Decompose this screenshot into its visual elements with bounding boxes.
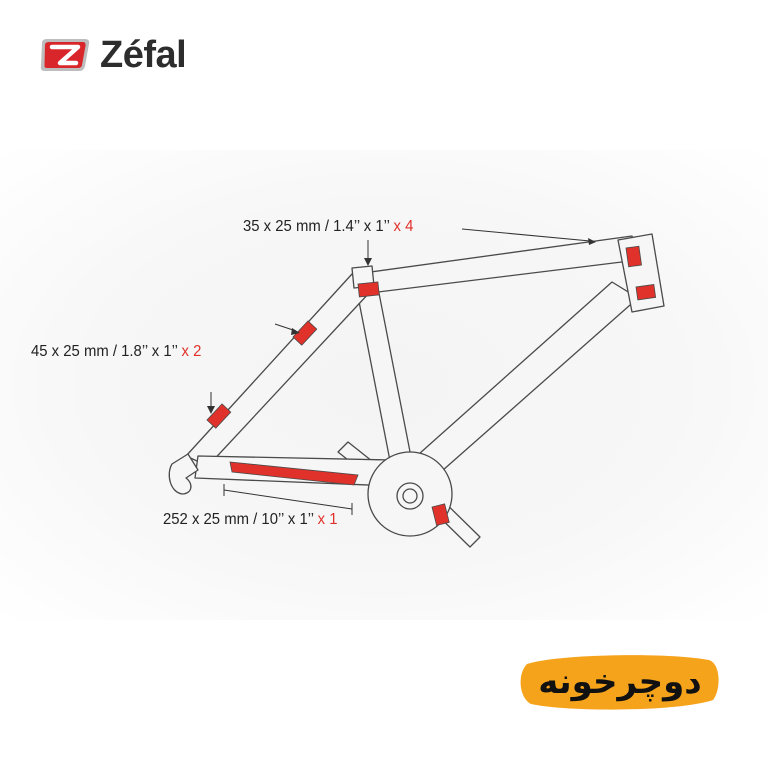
label-chainstay-protector: 252 x 25 mm / 10’’ x 1’’ x 1 bbox=[163, 511, 338, 529]
zefal-z-badge-icon bbox=[40, 39, 90, 71]
seat-tube bbox=[355, 285, 413, 467]
label-top-size: 35 x 25 mm / 1.4’’ x 1’’ bbox=[243, 218, 390, 235]
pointer-top-line bbox=[461, 228, 591, 242]
seat-stay bbox=[185, 273, 371, 467]
brand-name: Zéfal bbox=[100, 34, 187, 76]
label-bottom-size: 252 x 25 mm / 10’’ x 1’’ bbox=[163, 511, 314, 528]
arrow-top bbox=[588, 238, 596, 245]
arrow-seatstay-lower bbox=[207, 406, 215, 414]
label-top-qty: x 4 bbox=[393, 218, 414, 235]
chainstay-length-line bbox=[223, 489, 353, 510]
shop-watermark: دوچرخونه bbox=[517, 650, 723, 714]
label-left-size: 45 x 25 mm / 1.8’’ x 1’’ bbox=[31, 343, 178, 360]
protector-chainstay bbox=[229, 461, 359, 486]
rear-dropout bbox=[168, 453, 199, 495]
protector-seat-stay-lower bbox=[206, 403, 232, 429]
protector-top-tube-rear bbox=[357, 281, 380, 298]
down-tube bbox=[409, 281, 639, 479]
arrow-seatpost bbox=[364, 258, 372, 266]
brand-header: Zéfal bbox=[38, 34, 187, 76]
protector-head-tube-upper bbox=[625, 245, 642, 268]
crank-bolt-inner bbox=[402, 488, 418, 504]
label-bottom-qty: x 1 bbox=[317, 511, 338, 528]
shop-watermark-background bbox=[520, 655, 719, 710]
arrow-seatstay-upper bbox=[291, 328, 300, 335]
label-left-qty: x 2 bbox=[181, 343, 202, 360]
label-top-tube-protector: 35 x 25 mm / 1.4’’ x 1’’ x 4 bbox=[243, 218, 413, 236]
protector-head-tube-lower bbox=[635, 284, 657, 301]
protector-crank-arm bbox=[431, 503, 450, 526]
protector-seat-stay-upper bbox=[292, 320, 318, 346]
shop-watermark-text: دوچرخونه bbox=[538, 662, 702, 702]
top-tube bbox=[355, 235, 639, 293]
label-down-tube-protector: 45 x 25 mm / 1.8’’ x 1’’ x 2 bbox=[31, 343, 201, 361]
